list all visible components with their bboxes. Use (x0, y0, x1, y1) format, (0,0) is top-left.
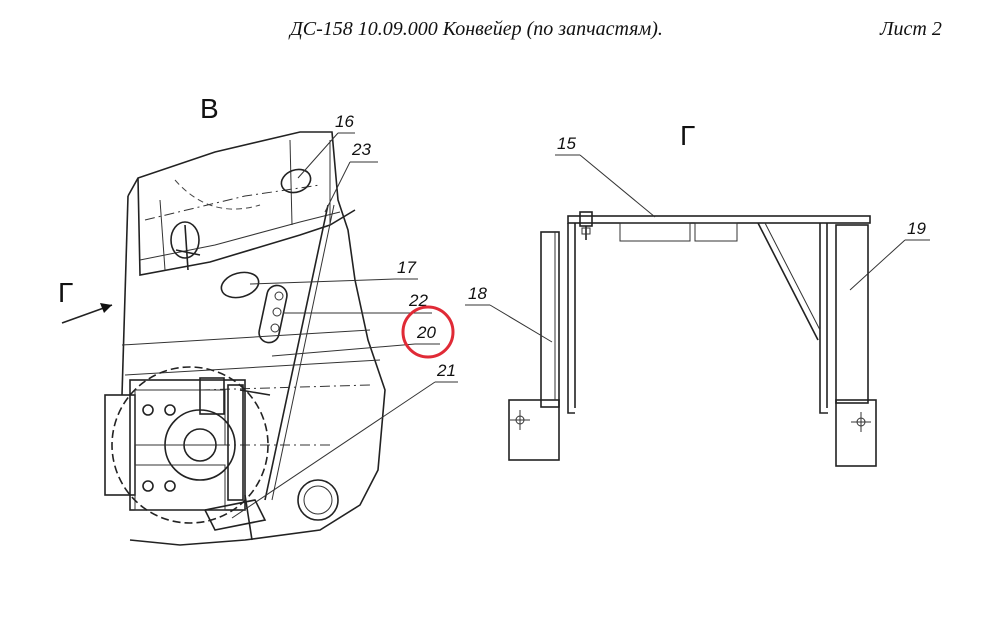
callout-19: 19 (849, 219, 930, 291)
view-v-assembly (61, 131, 386, 546)
callout-20: 20 (271, 305, 455, 359)
callout-18: 18 (465, 284, 553, 343)
callout-16: 16 (297, 112, 355, 179)
callout-label-21: 21 (436, 361, 456, 380)
sheet-number: Лист 2 (880, 18, 942, 40)
view-g-bracket (508, 211, 877, 467)
sheet-title: ДС-158 10.09.000 Конвейер (по запчастям)… (290, 18, 663, 40)
callout-label-23: 23 (351, 140, 371, 159)
callout-17: 17 (249, 258, 418, 285)
callout-label-18: 18 (468, 284, 487, 303)
callout-label-20: 20 (416, 323, 436, 342)
callout-label-16: 16 (335, 112, 354, 131)
direction-label-g: Г (58, 277, 73, 308)
view-label-v: В (200, 93, 219, 124)
callout-label-22: 22 (408, 291, 428, 310)
highlight-circle (401, 305, 455, 359)
callout-23: 23 (324, 140, 378, 213)
view-label-g: Г (680, 120, 695, 151)
callout-21: 21 (231, 361, 458, 519)
callout-label-17: 17 (397, 258, 416, 277)
callout-label-15: 15 (557, 134, 576, 153)
callout-label-19: 19 (907, 219, 926, 238)
callout-15: 15 (555, 134, 656, 218)
